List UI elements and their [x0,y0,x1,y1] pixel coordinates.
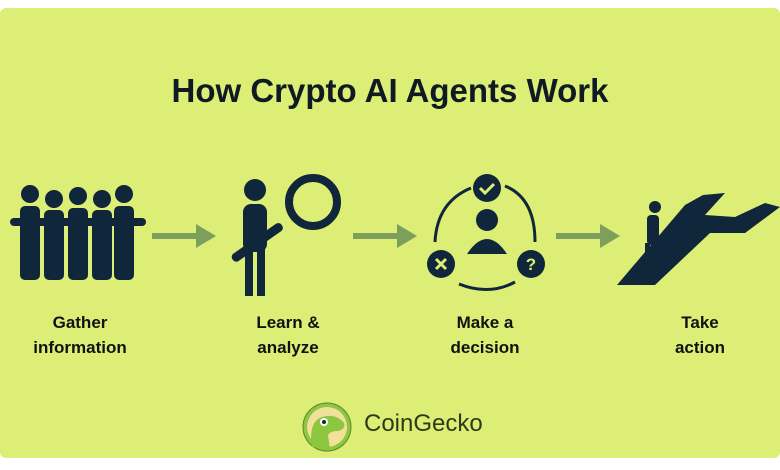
step-label-learn: Learn & analyze [208,310,368,360]
page-title: How Crypto AI Agents Work [171,72,609,109]
step-label-gather: Gather information [0,310,160,360]
brand-name: CoinGecko [364,410,483,437]
step-label-line: information [33,338,127,357]
person-climbing-arrow-icon [617,193,780,285]
step-label-line: action [674,338,726,357]
coingecko-logo-icon [302,402,352,452]
step-label-line: decision [450,338,520,357]
group-of-people-icon [10,185,146,280]
step-label-line: Learn & [256,313,320,332]
step-label-line: analyze [257,338,319,357]
decision-cycle-icon: ? [427,174,545,291]
arrow-right-icon [556,224,620,248]
step-label-line: Gather [52,313,108,332]
svg-text:?: ? [526,255,536,274]
arrow-right-icon [152,224,216,248]
step-label-decision: Make a decision [405,310,565,360]
step-label-line: Make a [456,313,514,332]
arrow-right-icon [353,224,417,248]
step-label-action: Take action [620,310,780,360]
person-with-magnifier-icon [231,174,341,296]
step-label-line: Take [681,313,719,332]
